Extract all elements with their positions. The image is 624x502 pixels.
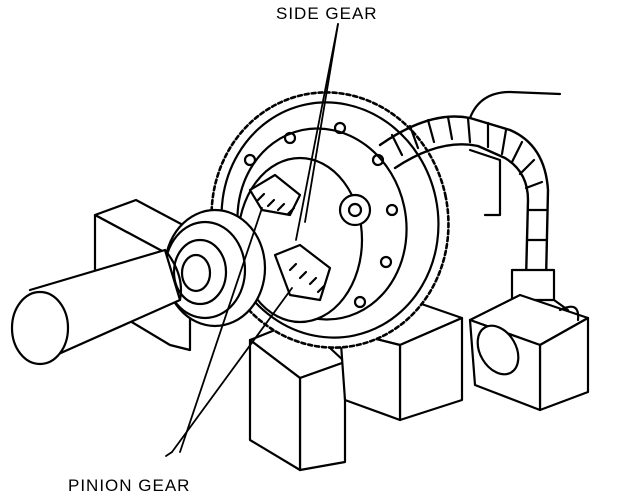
axle-shaft: [10, 248, 183, 366]
pinion-gear-label: PINION GEAR: [68, 476, 191, 495]
leader-lines: [165, 23, 339, 457]
pinion-gear-leader-upper: [179, 207, 263, 453]
side-gear-label: SIDE GEAR: [276, 4, 378, 23]
dial-indicator-arm: [378, 90, 570, 312]
dial-indicator-base: [468, 293, 590, 412]
differential-case: [236, 156, 372, 324]
side-gear-leader-left: [295, 23, 339, 241]
pinion-gear-leader-lower: [171, 287, 293, 453]
side-gear-leader-right: [304, 23, 339, 223]
left-bearing: [163, 208, 267, 328]
